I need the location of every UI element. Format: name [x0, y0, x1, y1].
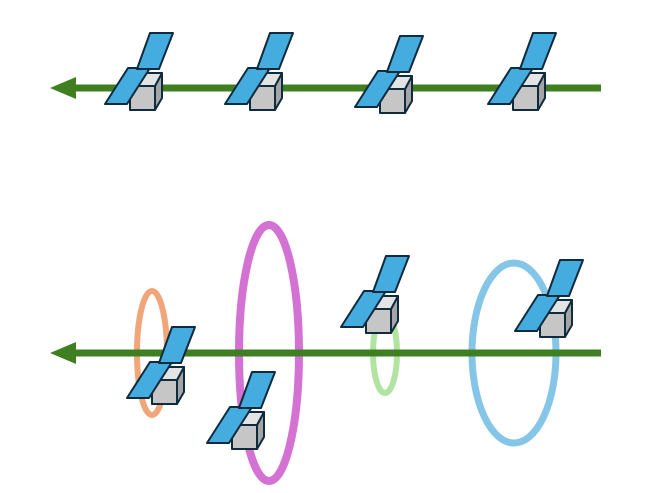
arrow-left-icon: [50, 77, 76, 99]
tilted-panel-icon: [224, 32, 294, 111]
tilted-panel-icon: [354, 35, 424, 114]
arrow-left-icon: [50, 342, 76, 364]
top-row: [50, 32, 601, 114]
tilted-panel-icon: [514, 259, 584, 338]
tilted-panel-icon: [487, 32, 557, 111]
bottom-axis-arrow: [50, 342, 601, 364]
bottom-row: [50, 221, 601, 485]
tilted-panel-icon: [340, 255, 410, 334]
tilted-panel-icon: [104, 32, 174, 111]
